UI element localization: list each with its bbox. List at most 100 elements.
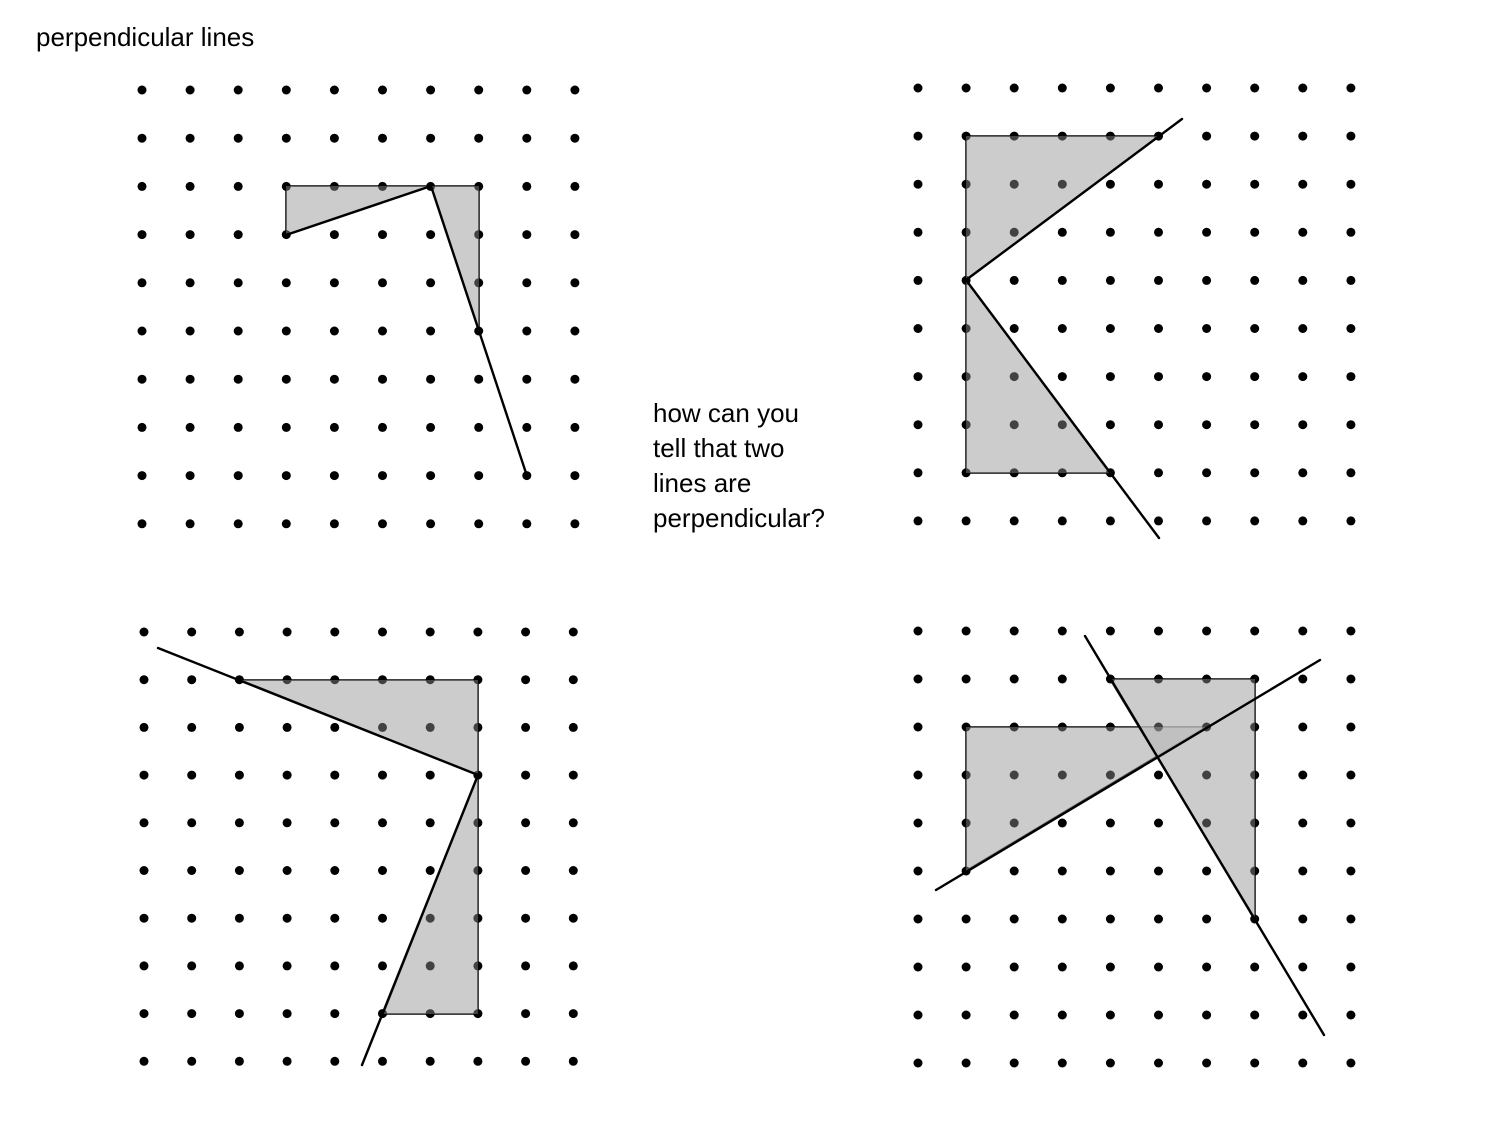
grid-dot	[1154, 722, 1163, 732]
grid-dot	[425, 627, 435, 637]
grid-dot	[330, 675, 340, 685]
grid-dot	[329, 519, 339, 529]
grid-dot	[426, 85, 436, 95]
grid-dot	[1250, 770, 1260, 780]
grid-dot	[281, 85, 291, 95]
grid-dot	[1154, 818, 1163, 828]
grid-dot	[233, 85, 243, 95]
grid-dot	[1202, 866, 1212, 876]
grid-dot	[330, 913, 340, 923]
grid-dot	[330, 818, 340, 828]
question-line: perpendicular?	[653, 503, 826, 533]
grid-dot	[425, 1056, 435, 1066]
grid-dot	[1105, 179, 1115, 189]
grid-dot	[1298, 227, 1308, 237]
grid-dot	[521, 675, 531, 685]
grid-dot	[1250, 420, 1260, 430]
grid-dot	[1009, 179, 1019, 189]
grid-dot	[281, 422, 291, 432]
grid-dot	[568, 627, 578, 637]
grid-dot	[1250, 1058, 1260, 1068]
grid-dot	[961, 818, 971, 828]
grid-dot	[1009, 372, 1019, 382]
dot-grid-panel-top-left	[137, 85, 580, 529]
grid-dot	[1057, 1010, 1067, 1020]
grid-dot	[1154, 468, 1163, 478]
grid-dot	[1346, 914, 1356, 924]
grid-dot	[378, 770, 387, 780]
grid-dot	[139, 1009, 149, 1019]
grid-dot	[185, 374, 195, 384]
grid-dot	[474, 422, 484, 432]
page-title: perpendicular lines	[36, 22, 255, 52]
grid-dot	[425, 913, 435, 923]
grid-dot	[139, 627, 149, 637]
grid-dot	[961, 420, 971, 430]
grid-dot	[187, 722, 197, 732]
grid-dot	[1154, 227, 1163, 237]
grid-dot	[1154, 420, 1163, 430]
grid-dot	[568, 961, 578, 971]
grid-dot	[329, 422, 339, 432]
grid-dot	[329, 471, 339, 481]
grid-dot	[1105, 324, 1115, 333]
grid-dot	[1057, 722, 1067, 732]
perpendicular-line	[156, 646, 480, 777]
grid-dot	[281, 181, 291, 191]
grid-dot	[233, 374, 243, 384]
grid-dot	[961, 914, 971, 924]
grid-dot	[1009, 914, 1019, 924]
grid-dot	[1154, 372, 1163, 382]
grid-dot	[568, 770, 578, 780]
grid-dot	[378, 278, 387, 288]
grid-dot	[1346, 818, 1356, 828]
grid-dot	[1057, 866, 1067, 876]
grid-dot	[1298, 1058, 1308, 1068]
grid-dot	[1202, 420, 1212, 430]
grid-dot	[1346, 324, 1356, 333]
grid-dot	[187, 913, 197, 923]
grid-dot	[426, 422, 436, 432]
grid-dot	[233, 133, 243, 143]
grid-dot	[1009, 818, 1019, 828]
grid-dot	[568, 913, 578, 923]
grid-dot	[282, 1009, 292, 1019]
grid-dot	[1154, 324, 1163, 333]
grid-dot	[1250, 179, 1260, 189]
grid-dot	[1250, 866, 1260, 876]
grid-dot	[425, 675, 435, 685]
grid-dot	[139, 675, 149, 685]
grid-dot	[961, 1058, 971, 1068]
grid-dot	[522, 422, 532, 432]
grid-dot	[1202, 372, 1212, 382]
dot-grid-panel-bottom-left	[139, 627, 578, 1067]
grid-dot	[282, 722, 292, 732]
grid-dot	[522, 326, 532, 336]
grid-dot	[378, 519, 387, 529]
grid-dot	[1009, 770, 1019, 780]
grid-dot	[1105, 516, 1115, 526]
grid-dot	[185, 422, 195, 432]
grid-dot	[139, 722, 149, 732]
grid-dot	[1154, 1058, 1163, 1068]
grid-dot	[234, 961, 244, 971]
grid-dot	[185, 519, 195, 529]
grid-dot	[1250, 962, 1260, 972]
grid-dot	[187, 675, 197, 685]
dot-grid-panel-top-right	[913, 83, 1356, 540]
grid-dot	[329, 230, 339, 240]
grid-dot	[570, 278, 580, 288]
grid-dot	[233, 422, 243, 432]
perpendicular-line	[360, 773, 480, 1067]
grid-dot	[522, 519, 532, 529]
grid-dot	[329, 85, 339, 95]
grid-dot	[1202, 674, 1212, 684]
grid-dot	[1250, 626, 1260, 636]
grid-dot	[233, 230, 243, 240]
grid-dot	[961, 770, 971, 780]
grid-dot	[522, 85, 532, 95]
grid-dot	[282, 866, 292, 875]
grid-dot	[1057, 626, 1067, 636]
grid-dot	[570, 133, 580, 143]
grid-dot	[1105, 818, 1115, 828]
